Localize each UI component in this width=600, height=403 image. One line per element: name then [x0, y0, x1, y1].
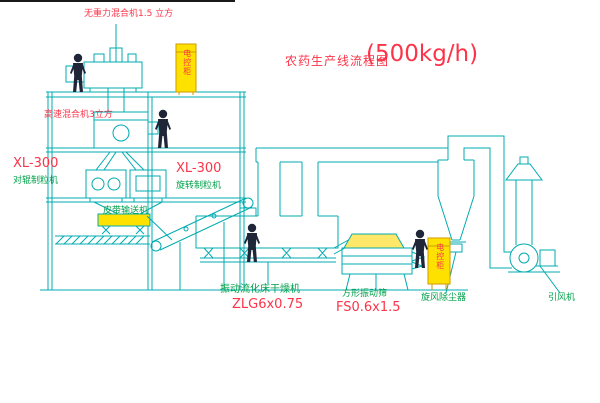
vibrating-feeder-drawing	[55, 213, 151, 245]
label-center-granulator-model: XL-300	[176, 161, 222, 176]
worker-figure-sieve	[412, 229, 428, 268]
belt-conveyor-drawing	[150, 197, 254, 290]
rotary-granulator-drawing	[129, 169, 167, 202]
label-center-granulator-name: 旋转制粒机	[176, 181, 222, 191]
label-control-cabinet-right: 电控柜	[435, 243, 445, 270]
control-cabinet-top-drawing	[175, 43, 197, 95]
y-chute-drawing	[94, 151, 146, 171]
page-top-border	[0, 0, 235, 2]
label-induced-fan: 引风机	[548, 293, 576, 303]
exhaust-stack-drawing	[505, 156, 543, 234]
page-title-capacity: (500kg/h)	[366, 41, 479, 67]
fan-motor-drawing	[508, 249, 560, 273]
label-square-sieve-model: FS0.6x1.5	[336, 300, 401, 315]
induced-fan-drawing	[509, 234, 539, 273]
exhaust-duct-drawing	[255, 147, 448, 163]
label-belt-conveyor: 皮带输送机	[103, 206, 149, 216]
roller-granulator-drawing	[85, 169, 127, 202]
control-cabinet-right-drawing	[427, 237, 451, 290]
label-left-granulator-name: 对辊制粒机	[13, 176, 59, 186]
label-square-sieve: 方形振动筛	[342, 289, 388, 299]
page-title: 农药生产线流程图	[285, 54, 390, 68]
label-gravity-mixer: 无重力混合机1.5 立方	[84, 9, 174, 19]
square-sieve-drawing	[333, 233, 426, 291]
worker-figure-dryer	[244, 223, 260, 262]
high-speed-mixer-drawing	[93, 111, 159, 149]
label-left-granulator-model: XL-300	[13, 156, 59, 171]
downcomer-pipe-drawing	[447, 135, 512, 269]
label-control-cabinet-top: 电控柜	[182, 49, 192, 76]
label-fluid-bed-dryer: 振动流化床干燥机	[220, 284, 300, 295]
leader-lines	[115, 24, 561, 294]
label-high-speed-mixer: 高速混合机3立方	[44, 110, 113, 120]
label-cyclone: 旋风除尘器	[421, 293, 467, 303]
label-fluid-bed-dryer-model: ZLG6x0.75	[232, 297, 304, 312]
worker-figure-platform-mid	[155, 109, 171, 148]
fluid-bed-dryer-drawing	[195, 162, 339, 263]
